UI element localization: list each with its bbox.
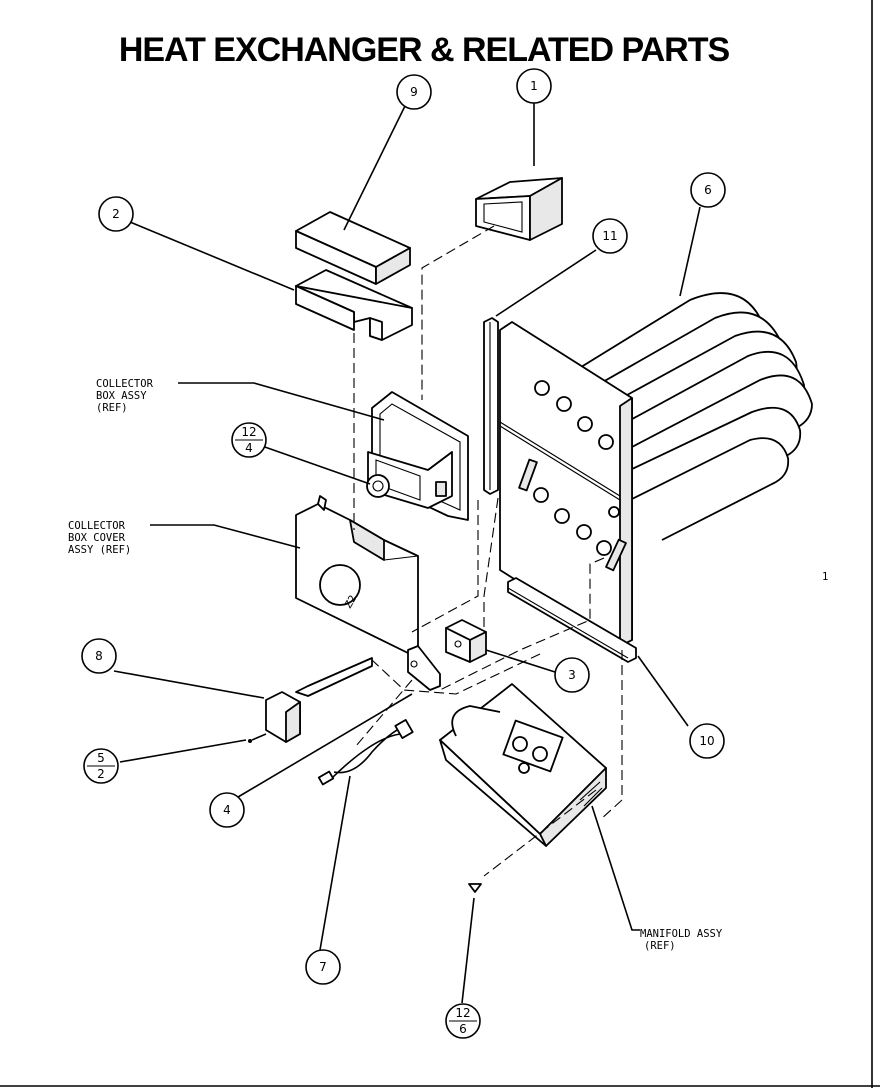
callout-12-4: 12 4 <box>231 422 267 458</box>
part-1-box <box>475 177 563 241</box>
svg-text:11: 11 <box>602 229 617 243</box>
assembly-lines <box>353 225 623 877</box>
svg-text:12: 12 <box>241 425 256 439</box>
label-manifold-assy: MANIFOLD ASSY (REF) <box>640 928 723 952</box>
svg-text:1: 1 <box>530 79 538 93</box>
svg-text:10: 10 <box>699 734 714 748</box>
svg-text:5: 5 <box>97 751 105 765</box>
leader-lines <box>113 101 701 1004</box>
part-4-bracket <box>407 645 441 691</box>
svg-text:2: 2 <box>112 207 120 221</box>
svg-text:ASSY (REF): ASSY (REF) <box>68 544 131 556</box>
callout-9: 9 <box>396 74 432 110</box>
diagram-title: HEAT EXCHANGER & RELATED PARTS <box>119 31 730 69</box>
heat-exchanger-panel <box>499 321 633 647</box>
svg-text:6: 6 <box>704 183 712 197</box>
callout-10: 10 <box>689 723 725 759</box>
collector-box-assy <box>366 391 469 521</box>
label-collector-box-cover-assy: COLLECTOR BOX COVER ASSY (REF) <box>68 520 131 556</box>
svg-text:7: 7 <box>319 960 327 974</box>
part-8-rod-assembly <box>248 657 373 743</box>
part-7-sensor-wire <box>317 719 414 786</box>
svg-text:BOX COVER: BOX COVER <box>68 532 126 544</box>
callout-1: 1 <box>516 68 552 104</box>
callout-2: 2 <box>98 196 134 232</box>
callout-6: 6 <box>690 172 726 208</box>
svg-text:6: 6 <box>459 1022 467 1036</box>
part-2-notched-bar <box>295 269 413 341</box>
callout-3: 3 <box>554 657 590 693</box>
svg-text:8: 8 <box>95 649 103 663</box>
svg-text:3: 3 <box>568 668 576 682</box>
manifold-assy <box>439 683 607 847</box>
callout-12-6: 12 6 <box>445 1003 481 1039</box>
callout-8: 8 <box>81 638 117 674</box>
svg-text:COLLECTOR: COLLECTOR <box>68 520 126 532</box>
callout-11: 11 <box>592 218 628 254</box>
svg-text:4: 4 <box>223 803 231 817</box>
collector-box-cover: Z2 <box>295 495 419 655</box>
callout-5-2: 5 2 <box>83 748 119 784</box>
svg-text:(REF): (REF) <box>644 940 676 952</box>
svg-text:2: 2 <box>97 767 105 781</box>
svg-text:COLLECTOR: COLLECTOR <box>96 378 154 390</box>
svg-text:9: 9 <box>410 85 418 99</box>
margin-mark: 1 <box>822 571 828 583</box>
svg-text:12: 12 <box>455 1006 470 1020</box>
screw-12-6 <box>468 883 482 893</box>
callout-7: 7 <box>305 949 341 985</box>
part-10-strip <box>507 577 637 663</box>
part-9-bar <box>295 211 411 285</box>
label-collector-box-assy: COLLECTOR BOX ASSY (REF) <box>96 378 154 414</box>
svg-text:MANIFOLD ASSY: MANIFOLD ASSY <box>640 928 723 940</box>
part-11-strip <box>483 317 499 495</box>
callout-4: 4 <box>209 792 245 828</box>
svg-text:4: 4 <box>245 441 253 455</box>
part-3-block <box>445 619 487 663</box>
svg-text:BOX ASSY: BOX ASSY <box>96 390 147 402</box>
svg-text:(REF): (REF) <box>96 402 128 414</box>
